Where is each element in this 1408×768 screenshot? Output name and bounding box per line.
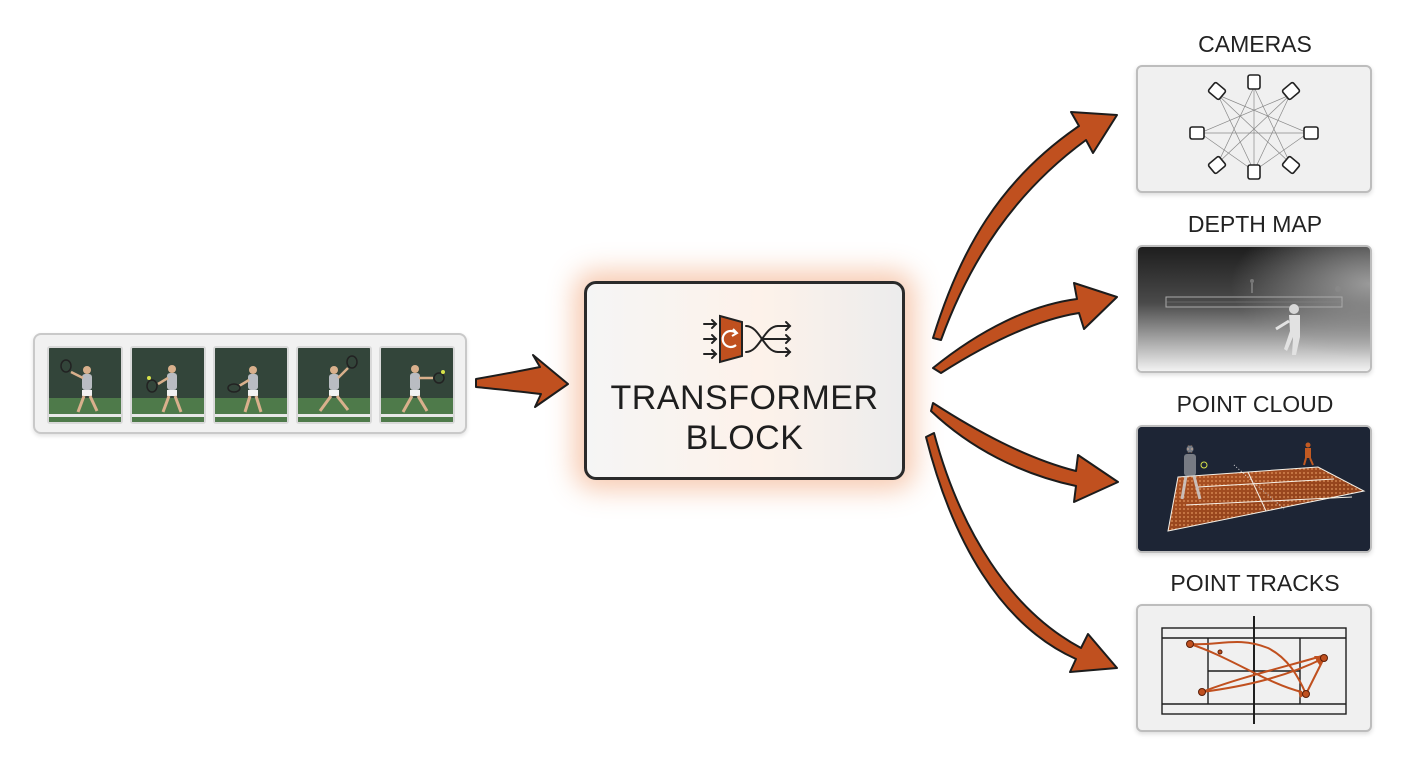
output-arrow-point-cloud <box>930 402 1119 503</box>
transformer-block-title-line1: TRANSFORMER <box>610 379 879 417</box>
point-tracks-icon <box>1161 616 1347 724</box>
output-panel-cameras <box>1136 65 1372 193</box>
depth-map-icon <box>1138 247 1370 371</box>
tennis-player-frame-icon <box>298 348 370 422</box>
attention-shuffle-icon <box>703 314 792 364</box>
input-frame-4 <box>296 346 372 424</box>
output-label-depth-map: DEPTH MAP <box>1187 211 1323 237</box>
output-label-point-cloud: POINT CLOUD <box>1176 391 1334 417</box>
output-panel-point-tracks <box>1136 604 1372 732</box>
camera-ring-icon <box>1189 74 1319 180</box>
transformer-block-title: TRANSFORMER BLOCK <box>587 378 902 458</box>
input-arrow <box>475 354 569 408</box>
output-panel-depth-map <box>1136 245 1372 373</box>
output-label-point-tracks: POINT TRACKS <box>1170 570 1340 596</box>
input-frame-1 <box>47 346 123 424</box>
output-label-cameras: CAMERAS <box>1198 31 1312 57</box>
output-arrow-depth-map <box>932 282 1118 374</box>
tennis-player-frame-icon <box>215 348 287 422</box>
output-panel-point-cloud <box>1136 425 1372 553</box>
input-frame-strip <box>33 333 467 434</box>
output-arrow-cameras <box>932 111 1118 341</box>
tennis-player-frame-icon <box>132 348 204 422</box>
input-frame-5 <box>379 346 455 424</box>
input-frame-3 <box>213 346 289 424</box>
input-frame-2 <box>130 346 206 424</box>
transformer-block: TRANSFORMER BLOCK <box>584 281 905 480</box>
tennis-player-frame-icon <box>49 348 121 422</box>
point-cloud-player <box>1180 445 1202 500</box>
transformer-block-title-line2: BLOCK <box>685 419 804 457</box>
output-arrow-point-tracks <box>925 432 1118 673</box>
tennis-player-frame-icon <box>381 348 453 422</box>
point-cloud-icon <box>1138 427 1370 551</box>
